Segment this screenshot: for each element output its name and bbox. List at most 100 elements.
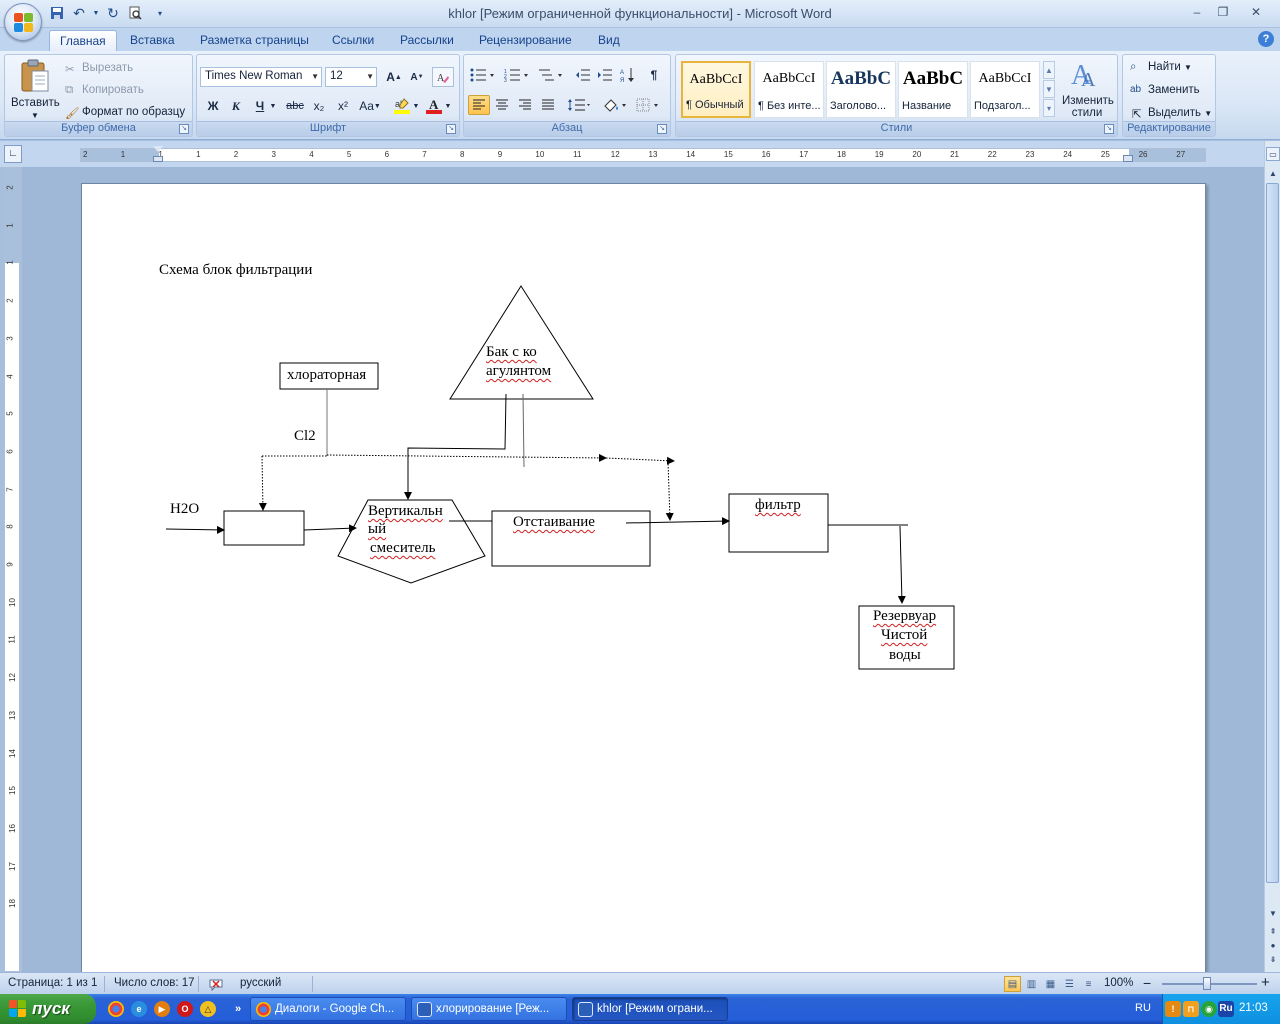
styles-scroll-up-icon[interactable]: ▲ (1043, 61, 1055, 79)
redo-icon[interactable]: ↻ (107, 4, 119, 21)
first-line-indent-marker[interactable] (153, 146, 163, 152)
undo-dropdown-icon[interactable]: ▼ (92, 9, 100, 17)
tab-references[interactable]: Ссылки (332, 33, 375, 47)
right-indent-marker[interactable] (1123, 155, 1133, 162)
align-center-icon[interactable] (491, 95, 513, 115)
replace-button[interactable]: Заменить (1148, 84, 1200, 96)
styles-scroll-down-icon[interactable]: ▼ (1043, 80, 1055, 98)
superscript-button[interactable]: x² (338, 99, 348, 113)
style-heading-1[interactable]: AaBbC Заголово... (826, 61, 896, 118)
strikethrough-button[interactable]: abc (286, 100, 304, 112)
tab-view[interactable]: Вид (598, 33, 620, 47)
bold-button[interactable]: Ж (207, 99, 219, 113)
style-normal[interactable]: AaBbCcI ¶ Обычный (681, 61, 751, 118)
tab-stop-selector[interactable]: ∟ (4, 145, 22, 163)
show-formatting-button[interactable]: ¶ (650, 68, 658, 82)
input-language-indicator[interactable]: RU (1135, 1002, 1151, 1014)
chrome-icon[interactable] (108, 1001, 124, 1017)
page-count-status[interactable]: Страница: 1 из 1 (8, 977, 98, 989)
language-status[interactable]: русский (240, 977, 282, 989)
highlight-dropdown-icon[interactable]: ▼ (412, 102, 420, 110)
word-count-status[interactable]: Число слов: 17 (114, 977, 195, 989)
multilevel-list-icon[interactable] (536, 65, 566, 85)
taskbar-item-chrome[interactable]: Диалоги - Google Ch... (250, 997, 406, 1021)
select-browse-object-icon[interactable]: ● (1270, 941, 1276, 950)
mixer-pentagon[interactable] (337, 499, 486, 584)
highlight-color-icon[interactable]: ab (391, 96, 413, 116)
customize-toolbar-icon[interactable]: ▾ (157, 8, 162, 18)
shrink-font-button[interactable]: A▼ (410, 71, 424, 83)
style-title[interactable]: AaBbC Название (898, 61, 968, 118)
reservoir-box[interactable] (858, 605, 955, 670)
tab-mailings[interactable]: Рассылки (400, 33, 454, 47)
cut-button[interactable]: Вырезать (82, 62, 134, 74)
paste-dropdown-icon[interactable]: ▼ (31, 111, 39, 120)
web-layout-view-icon[interactable]: ▦ (1045, 978, 1056, 990)
outline-view-icon[interactable]: ☰ (1065, 978, 1074, 990)
decrease-indent-icon[interactable] (572, 65, 594, 85)
scroll-up-icon[interactable]: ▲ (1269, 169, 1277, 178)
office-button[interactable] (4, 3, 42, 41)
app-icon[interactable]: △ (200, 1001, 216, 1017)
proofing-error-icon[interactable] (208, 977, 224, 994)
subscript-button[interactable]: x₂ (313, 99, 325, 113)
inlet-box[interactable] (223, 510, 305, 546)
increase-indent-icon[interactable] (594, 65, 616, 85)
paste-button[interactable]: Вставить (11, 97, 60, 109)
style-subtitle[interactable]: AaBbCcI Подзагол... (970, 61, 1040, 118)
tab-insert[interactable]: Вставка (130, 33, 175, 47)
style-no-spacing[interactable]: AaBbCcI ¶ Без инте... (754, 61, 824, 118)
tab-home[interactable]: Главная (49, 30, 117, 51)
font-name-combo[interactable]: Times New Roman▼ (200, 67, 322, 87)
clipboard-launcher-icon[interactable]: ↘ (179, 124, 189, 134)
print-preview-icon[interactable] (126, 4, 144, 22)
save-icon[interactable] (48, 4, 66, 22)
hanging-indent-marker[interactable] (153, 156, 163, 162)
minimize-button[interactable]: – (1193, 5, 1201, 19)
tray-app-icon[interactable]: ! (1165, 1001, 1181, 1017)
font-color-icon[interactable]: A (423, 96, 445, 116)
bullets-icon[interactable] (468, 65, 498, 85)
scroll-thumb[interactable] (1266, 183, 1279, 883)
taskbar-item-word-khlor[interactable]: khlor [Режим ограни... (572, 997, 728, 1021)
vertical-scrollbar[interactable]: ▭ ▲ ▼ ⇞ ● ⇟ (1264, 141, 1280, 972)
full-screen-reading-view-icon[interactable]: ▥ (1026, 978, 1037, 990)
styles-launcher-icon[interactable]: ↘ (1104, 124, 1114, 134)
previous-page-icon[interactable]: ⇞ (1269, 927, 1277, 936)
media-player-icon[interactable]: ▶ (154, 1001, 170, 1017)
tray-language-icon[interactable]: Ru (1218, 1001, 1234, 1017)
close-button[interactable]: ✕ (1250, 5, 1262, 19)
draft-view-icon[interactable]: ≡ (1085, 978, 1092, 990)
styles-more-icon[interactable]: ▾ (1043, 99, 1055, 117)
help-icon[interactable]: ? (1258, 31, 1274, 47)
tray-network-icon[interactable]: ◉ (1201, 1001, 1217, 1017)
shading-icon[interactable] (600, 95, 630, 115)
document-page[interactable]: Схема блок фильтрации хлораторная Бак с … (81, 183, 1206, 972)
print-layout-view-icon[interactable]: ▤ (1004, 976, 1021, 992)
font-color-dropdown-icon[interactable]: ▼ (444, 102, 452, 110)
line-spacing-icon[interactable] (565, 95, 593, 115)
zoom-slider-thumb[interactable] (1203, 977, 1211, 990)
next-page-icon[interactable]: ⇟ (1269, 955, 1277, 964)
zoom-out-button[interactable]: − (1143, 975, 1152, 991)
settling-box[interactable] (491, 510, 651, 567)
underline-dropdown-icon[interactable]: ▼ (269, 102, 277, 110)
scroll-down-icon[interactable]: ▼ (1269, 909, 1277, 918)
change-styles-button[interactable]: Изменить стили (1062, 95, 1114, 119)
align-left-icon[interactable] (468, 95, 490, 115)
select-button[interactable]: Выделить ▼ (1148, 107, 1213, 119)
tab-review[interactable]: Рецензирование (479, 33, 572, 47)
underline-button[interactable]: Ч (255, 99, 265, 113)
justify-icon[interactable] (537, 95, 559, 115)
paragraph-launcher-icon[interactable]: ↘ (657, 124, 667, 134)
coagulant-tank-triangle[interactable] (449, 285, 594, 400)
chlorinator-box[interactable] (279, 362, 379, 390)
italic-button[interactable]: К (231, 98, 241, 113)
clock[interactable]: 21:03 (1239, 1002, 1268, 1014)
copy-button[interactable]: Копировать (82, 84, 144, 96)
